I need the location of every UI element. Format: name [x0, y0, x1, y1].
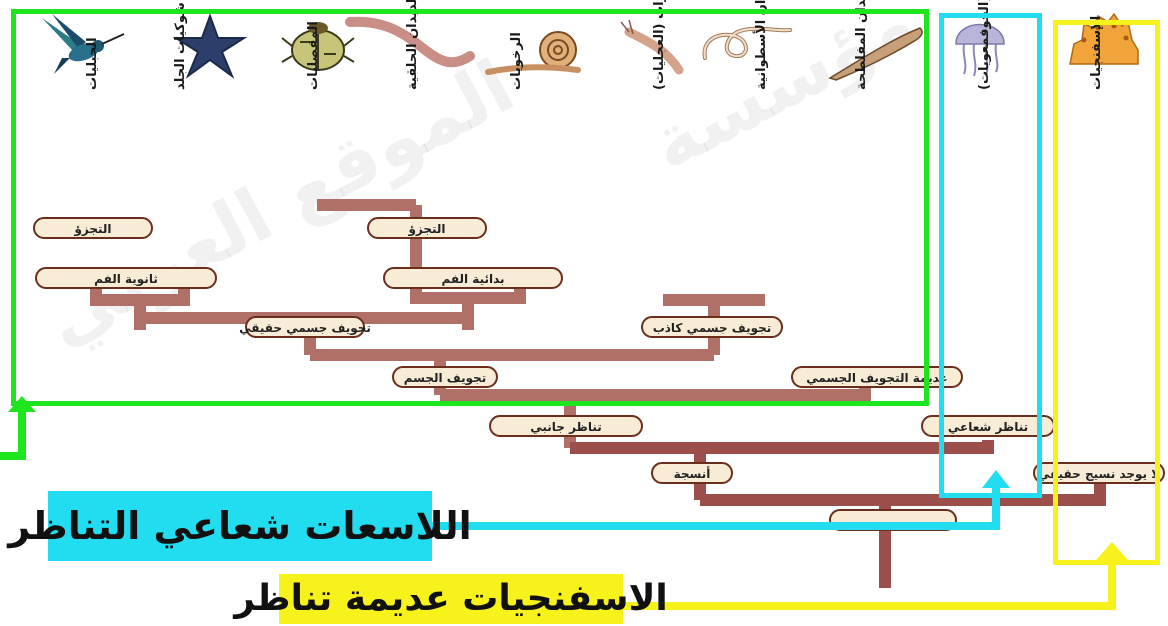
yellow-highlight-frame [1053, 20, 1160, 565]
sponges-caption: الاسفنجيات عديمة تناظر [279, 574, 623, 624]
svg-text:تناظر جانبي: تناظر جانبي [530, 420, 602, 434]
cnidaria-caption: اللاسعات شعاعي التناظر [48, 491, 432, 561]
green-highlight-frame [11, 9, 929, 406]
node-tissues: أنسجة [652, 463, 732, 483]
node-bilateral: تناظر جانبي [490, 416, 642, 436]
svg-text:أنسجة: أنسجة [674, 466, 711, 481]
cyan-highlight-frame [939, 13, 1042, 498]
